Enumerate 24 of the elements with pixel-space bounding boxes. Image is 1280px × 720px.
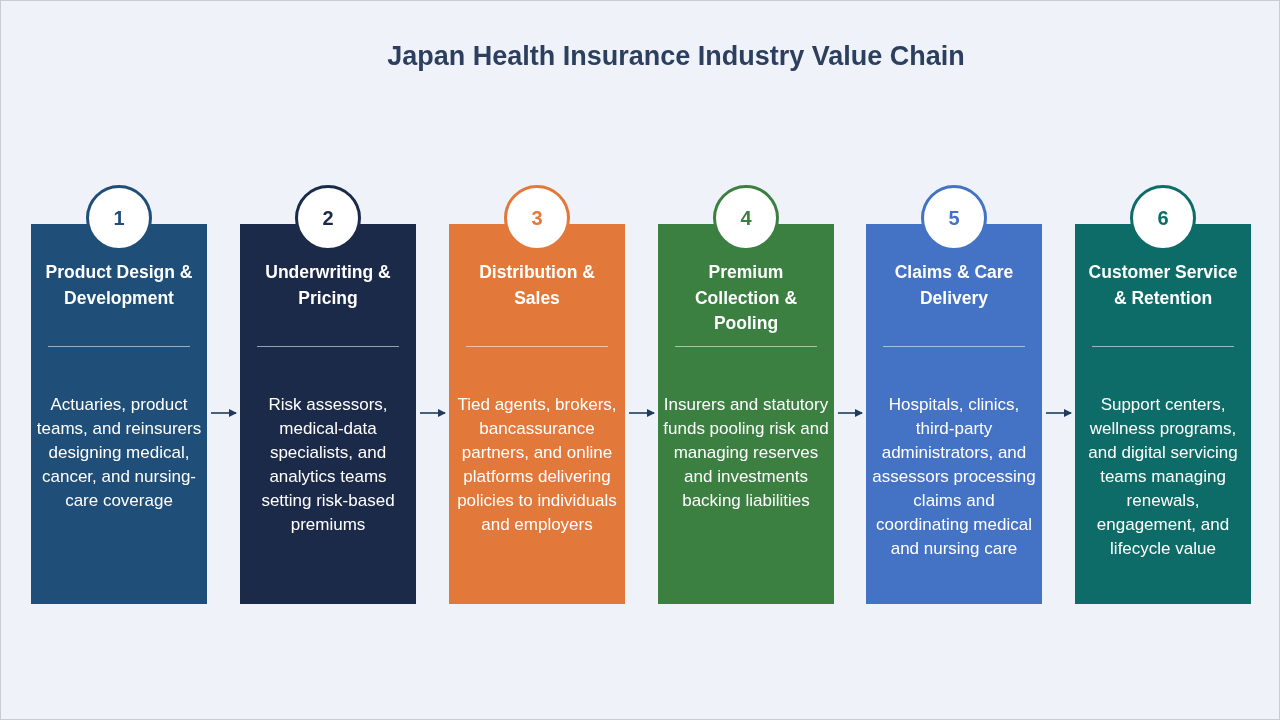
step-number-circle: 6 (1130, 185, 1196, 251)
stage-description: Insurers and statutory funds pooling risk and managing reserves and investments backing liabilities (662, 394, 830, 512)
arrow (419, 409, 446, 417)
stage-heading: Customer Service & Retention (1087, 261, 1239, 310)
stage-description: Actuaries, product teams, and reinsurers designing medical, cancer, and nursing-care coverage (35, 394, 203, 512)
stage-heading: Distribution & Sales (478, 261, 596, 310)
step-number-circle: 4 (713, 185, 779, 251)
step-number-circle: 3 (504, 185, 570, 251)
title: Japan Health Insurance Industry Value Chain (386, 41, 966, 72)
step-number-circle: 5 (921, 185, 987, 251)
step-number-circle: 1 (86, 185, 152, 251)
stage-heading: Premium Collection & Pooling (693, 261, 799, 335)
stage-description: Hospitals, clinics, third-party administrators, and assessors processing claims and coordinating medical and nursing care (871, 394, 1037, 560)
arrow (210, 409, 237, 417)
arrow (1045, 409, 1072, 417)
arrow (628, 409, 655, 417)
stage-heading: Claims & Care Delivery (893, 261, 1015, 310)
stage-description: Risk assessors, medical-data specialists, and analytics teams setting risk-based premiums (260, 394, 396, 536)
step-number-circle: 2 (295, 185, 361, 251)
stage-heading: Product Design & Development (44, 261, 194, 310)
stage-description: Tied agents, brokers, bancassurance partners, and online platforms delivering policies to individuals and employers (456, 394, 618, 536)
arrow (837, 409, 863, 417)
stage-heading: Underwriting & Pricing (264, 261, 392, 310)
stage-description: Support centers, wellness programs, and digital servicing teams managing renewals, engagement, and lifecycle value (1087, 394, 1239, 560)
